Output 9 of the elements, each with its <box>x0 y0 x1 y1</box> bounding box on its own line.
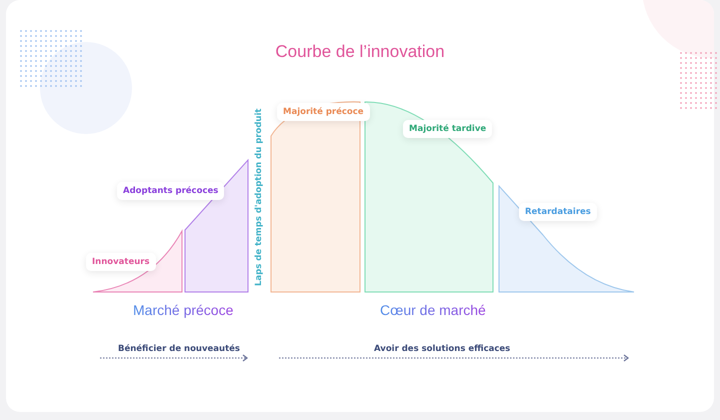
segment-label: Majorité précoce <box>277 103 370 121</box>
arrow-caption: Avoir des solutions efficaces <box>374 344 510 354</box>
segment-label: Retardataires <box>519 203 597 221</box>
arrow-caption: Bénéficier de nouveautés <box>118 344 240 354</box>
segment-label: Innovateurs <box>86 253 156 271</box>
segment-label: Majorité tardive <box>403 120 492 138</box>
title: Courbe de l’innovation <box>274 42 446 62</box>
axis-label: Laps de temps d'adoption du produit <box>254 107 265 288</box>
segment-label: Adoptants précoces <box>117 182 224 200</box>
